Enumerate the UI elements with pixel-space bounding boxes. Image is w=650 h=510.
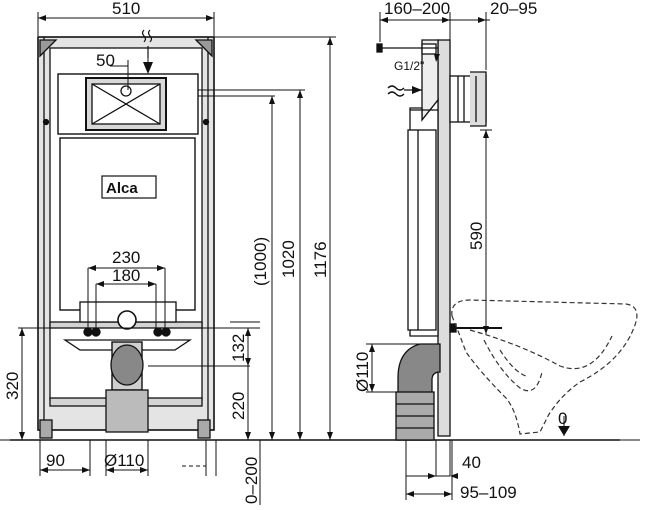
dim-320: 320 [3,372,22,400]
front-dimensions [0,12,640,505]
dim-132: 132 [229,334,248,362]
water-inlet-icon [141,29,153,58]
side-frame-post [437,39,451,437]
dim-40: 40 [462,453,481,472]
cistern-body [59,137,196,311]
dim-0-200: 0–200 [242,457,261,504]
dim-1176: 1176 [311,241,330,278]
dim-1020: 1020 [279,240,298,278]
dim-1000: (1000) [251,237,270,286]
waste-pipe-outlet [105,389,149,433]
dim-590: 590 [467,222,486,250]
front-view: Alca [37,36,215,439]
dim-20-95: 20–95 [490,0,537,18]
side-view [376,39,502,441]
dim-180: 180 [112,266,140,285]
side-dimensions [366,12,492,500]
dim-pipe-110-side: Ø110 [353,352,372,392]
alca-logo: Alca [106,180,138,197]
dim-g12-thread: G1/2" [394,59,424,73]
side-arrows [412,54,440,94]
wc-pan-outline [451,299,638,435]
dim-pipe-110: Ø110 [104,451,144,470]
dim-510: 510 [112,0,140,18]
dim-50: 50 [96,51,115,70]
dim-220: 220 [229,392,248,420]
dim-90: 90 [46,451,65,470]
front-arrows [19,15,333,473]
dim-230: 230 [112,248,140,267]
floor-level-0: 0 [558,409,567,428]
dim-160-200: 160–200 [384,0,450,18]
dim-95-109: 95–109 [460,483,517,502]
